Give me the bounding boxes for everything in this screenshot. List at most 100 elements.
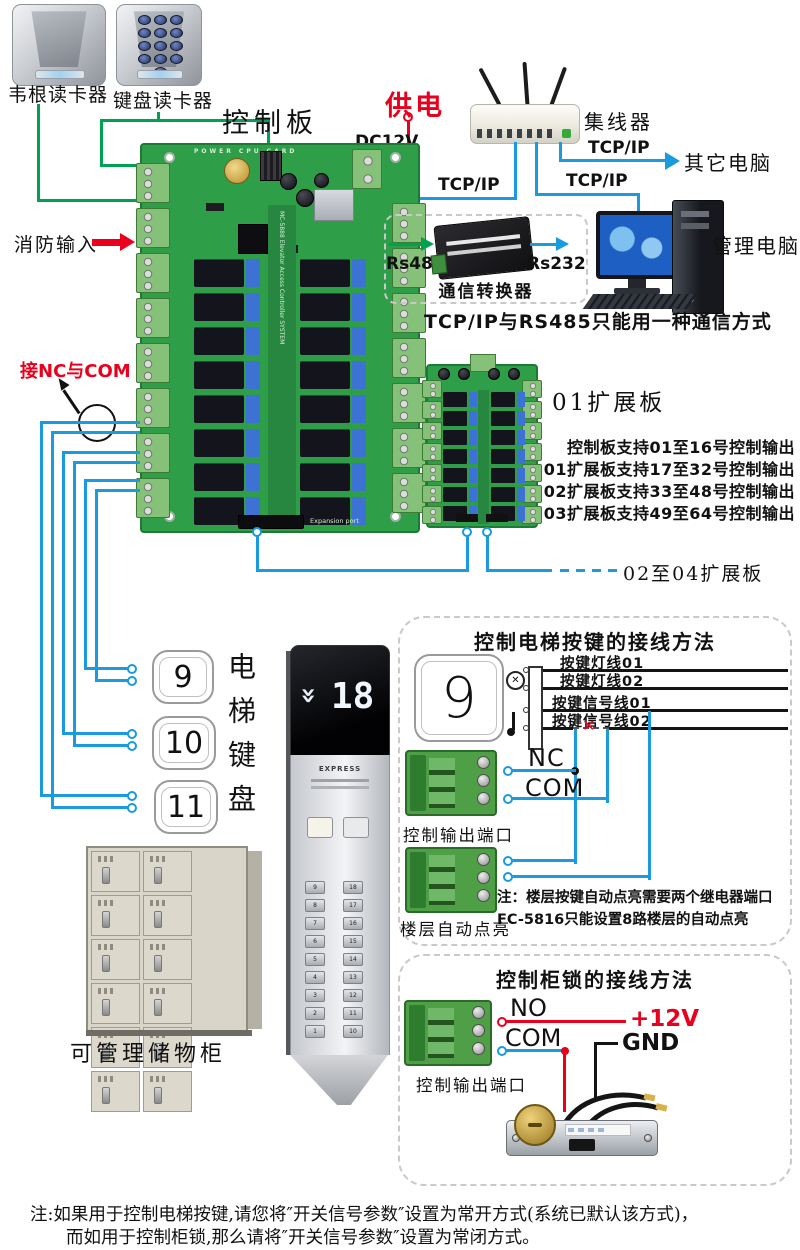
wire-dash <box>592 569 601 572</box>
control-board-pcb: POWER CPU CARD <box>136 143 426 533</box>
wire-label: 按键信号线02 <box>552 714 652 730</box>
relay-terminal <box>517 449 525 464</box>
reader-key <box>153 15 167 25</box>
fire-input-label: 消防输入 <box>14 234 99 256</box>
cabinet-front <box>86 846 248 1112</box>
terminal-slots <box>428 1008 454 1058</box>
wire <box>51 431 54 809</box>
keypad-reader-image <box>116 4 202 86</box>
cabinet-door <box>91 939 140 980</box>
relay <box>194 463 244 491</box>
reader-key <box>153 41 167 51</box>
pcb-silkscreen-top: POWER CPU CARD <box>194 148 298 155</box>
capacitor <box>314 173 329 188</box>
screw <box>477 774 490 787</box>
terminal-block <box>136 298 170 338</box>
relay-terminals <box>246 259 260 525</box>
terminal-block <box>522 422 542 440</box>
list-item: 17 <box>343 899 363 912</box>
list-item: 11 <box>343 1007 363 1020</box>
ethernet-jack <box>314 189 354 221</box>
list-item: 12 <box>343 989 363 1002</box>
down-arrows-icon: « <box>292 686 324 705</box>
capacitor <box>508 368 520 380</box>
tcpip-label: TCP/IP <box>438 175 500 195</box>
relay <box>300 361 350 389</box>
rs485-arrowhead <box>421 237 434 251</box>
relay <box>194 361 244 389</box>
monitor-base <box>614 288 660 294</box>
converter-box <box>384 214 588 304</box>
expansion-port-label: Expansion port <box>310 517 359 525</box>
lamp-symbol-icon: ✕ <box>506 671 525 690</box>
fire-arrowhead <box>120 233 135 251</box>
reader-face <box>31 11 87 68</box>
junction-dot <box>561 1047 569 1055</box>
monitor-stand <box>628 279 646 288</box>
wire-tcpip <box>420 197 517 200</box>
relay <box>443 392 467 407</box>
voltage-regulator <box>260 151 282 181</box>
wire-green <box>157 112 160 122</box>
expansion-boards-02-04-label: 02至04扩展板 <box>623 563 764 585</box>
relay-terminal <box>246 429 260 457</box>
cabinet-door <box>91 851 140 892</box>
relay-terminal <box>352 327 366 355</box>
box2-title: 控制柜锁的接线方法 <box>496 968 694 992</box>
cabinet-door <box>143 939 192 980</box>
wire <box>73 461 76 747</box>
other-pc-label: 其它电脑 <box>684 151 772 175</box>
mount-hole <box>164 152 175 163</box>
relay-column <box>300 259 350 525</box>
box1-note-line1: 注：楼层按键自动点亮需要两个继电器端口 <box>497 890 773 906</box>
list-item: 10 <box>343 1025 363 1038</box>
terminal-block <box>422 485 442 503</box>
terminal-block <box>136 388 170 428</box>
reader-led-bar <box>35 69 85 79</box>
strip-contact <box>523 667 529 673</box>
rs232-arrow-shaft <box>530 243 557 246</box>
router-antenna <box>522 61 530 107</box>
relay-column <box>491 392 515 521</box>
sample-button-9: 9 <box>414 654 504 742</box>
reader-key <box>153 54 167 64</box>
wire-tcpip <box>559 159 667 162</box>
wire <box>51 431 140 434</box>
wire-terminal-dot <box>127 729 137 739</box>
wiegand-reader-label: 韦根读卡器 <box>7 84 108 106</box>
sample-button-label: 9 <box>441 665 477 731</box>
relay-terminal <box>246 395 260 423</box>
wire <box>40 421 140 424</box>
cabinet-base <box>86 1030 252 1036</box>
router-led <box>562 129 571 138</box>
wire <box>606 729 609 803</box>
lock-sticker <box>565 1124 631 1136</box>
router-antenna <box>548 66 568 108</box>
relay-terminals <box>517 392 525 521</box>
relay-terminal <box>246 463 260 491</box>
wire <box>486 569 552 572</box>
wire <box>95 489 140 492</box>
capacitor <box>488 368 500 380</box>
panel-taper <box>290 1055 388 1105</box>
list-item: 7 <box>305 917 325 930</box>
wire <box>40 794 130 797</box>
reader-keypad <box>135 15 185 77</box>
bottom-connector <box>486 514 508 522</box>
relay <box>194 395 244 423</box>
nc-label: NC <box>528 744 565 772</box>
port1-label: 控制输出端口 <box>403 826 514 845</box>
mgmt-pc-label: 管理电脑 <box>712 234 800 258</box>
terminal-block <box>422 506 442 524</box>
relay <box>443 411 467 426</box>
wire <box>648 711 651 880</box>
list-item: 1 <box>305 1025 325 1038</box>
port-label: 控制输出端口 <box>416 1076 527 1095</box>
terminal-block <box>392 473 426 513</box>
reader-led-bar <box>137 69 183 79</box>
wire-terminal-dot <box>127 803 137 813</box>
wire-label: 按键灯线02 <box>560 674 645 690</box>
wire-dash <box>608 569 617 572</box>
expansion-port-connector <box>238 515 304 529</box>
